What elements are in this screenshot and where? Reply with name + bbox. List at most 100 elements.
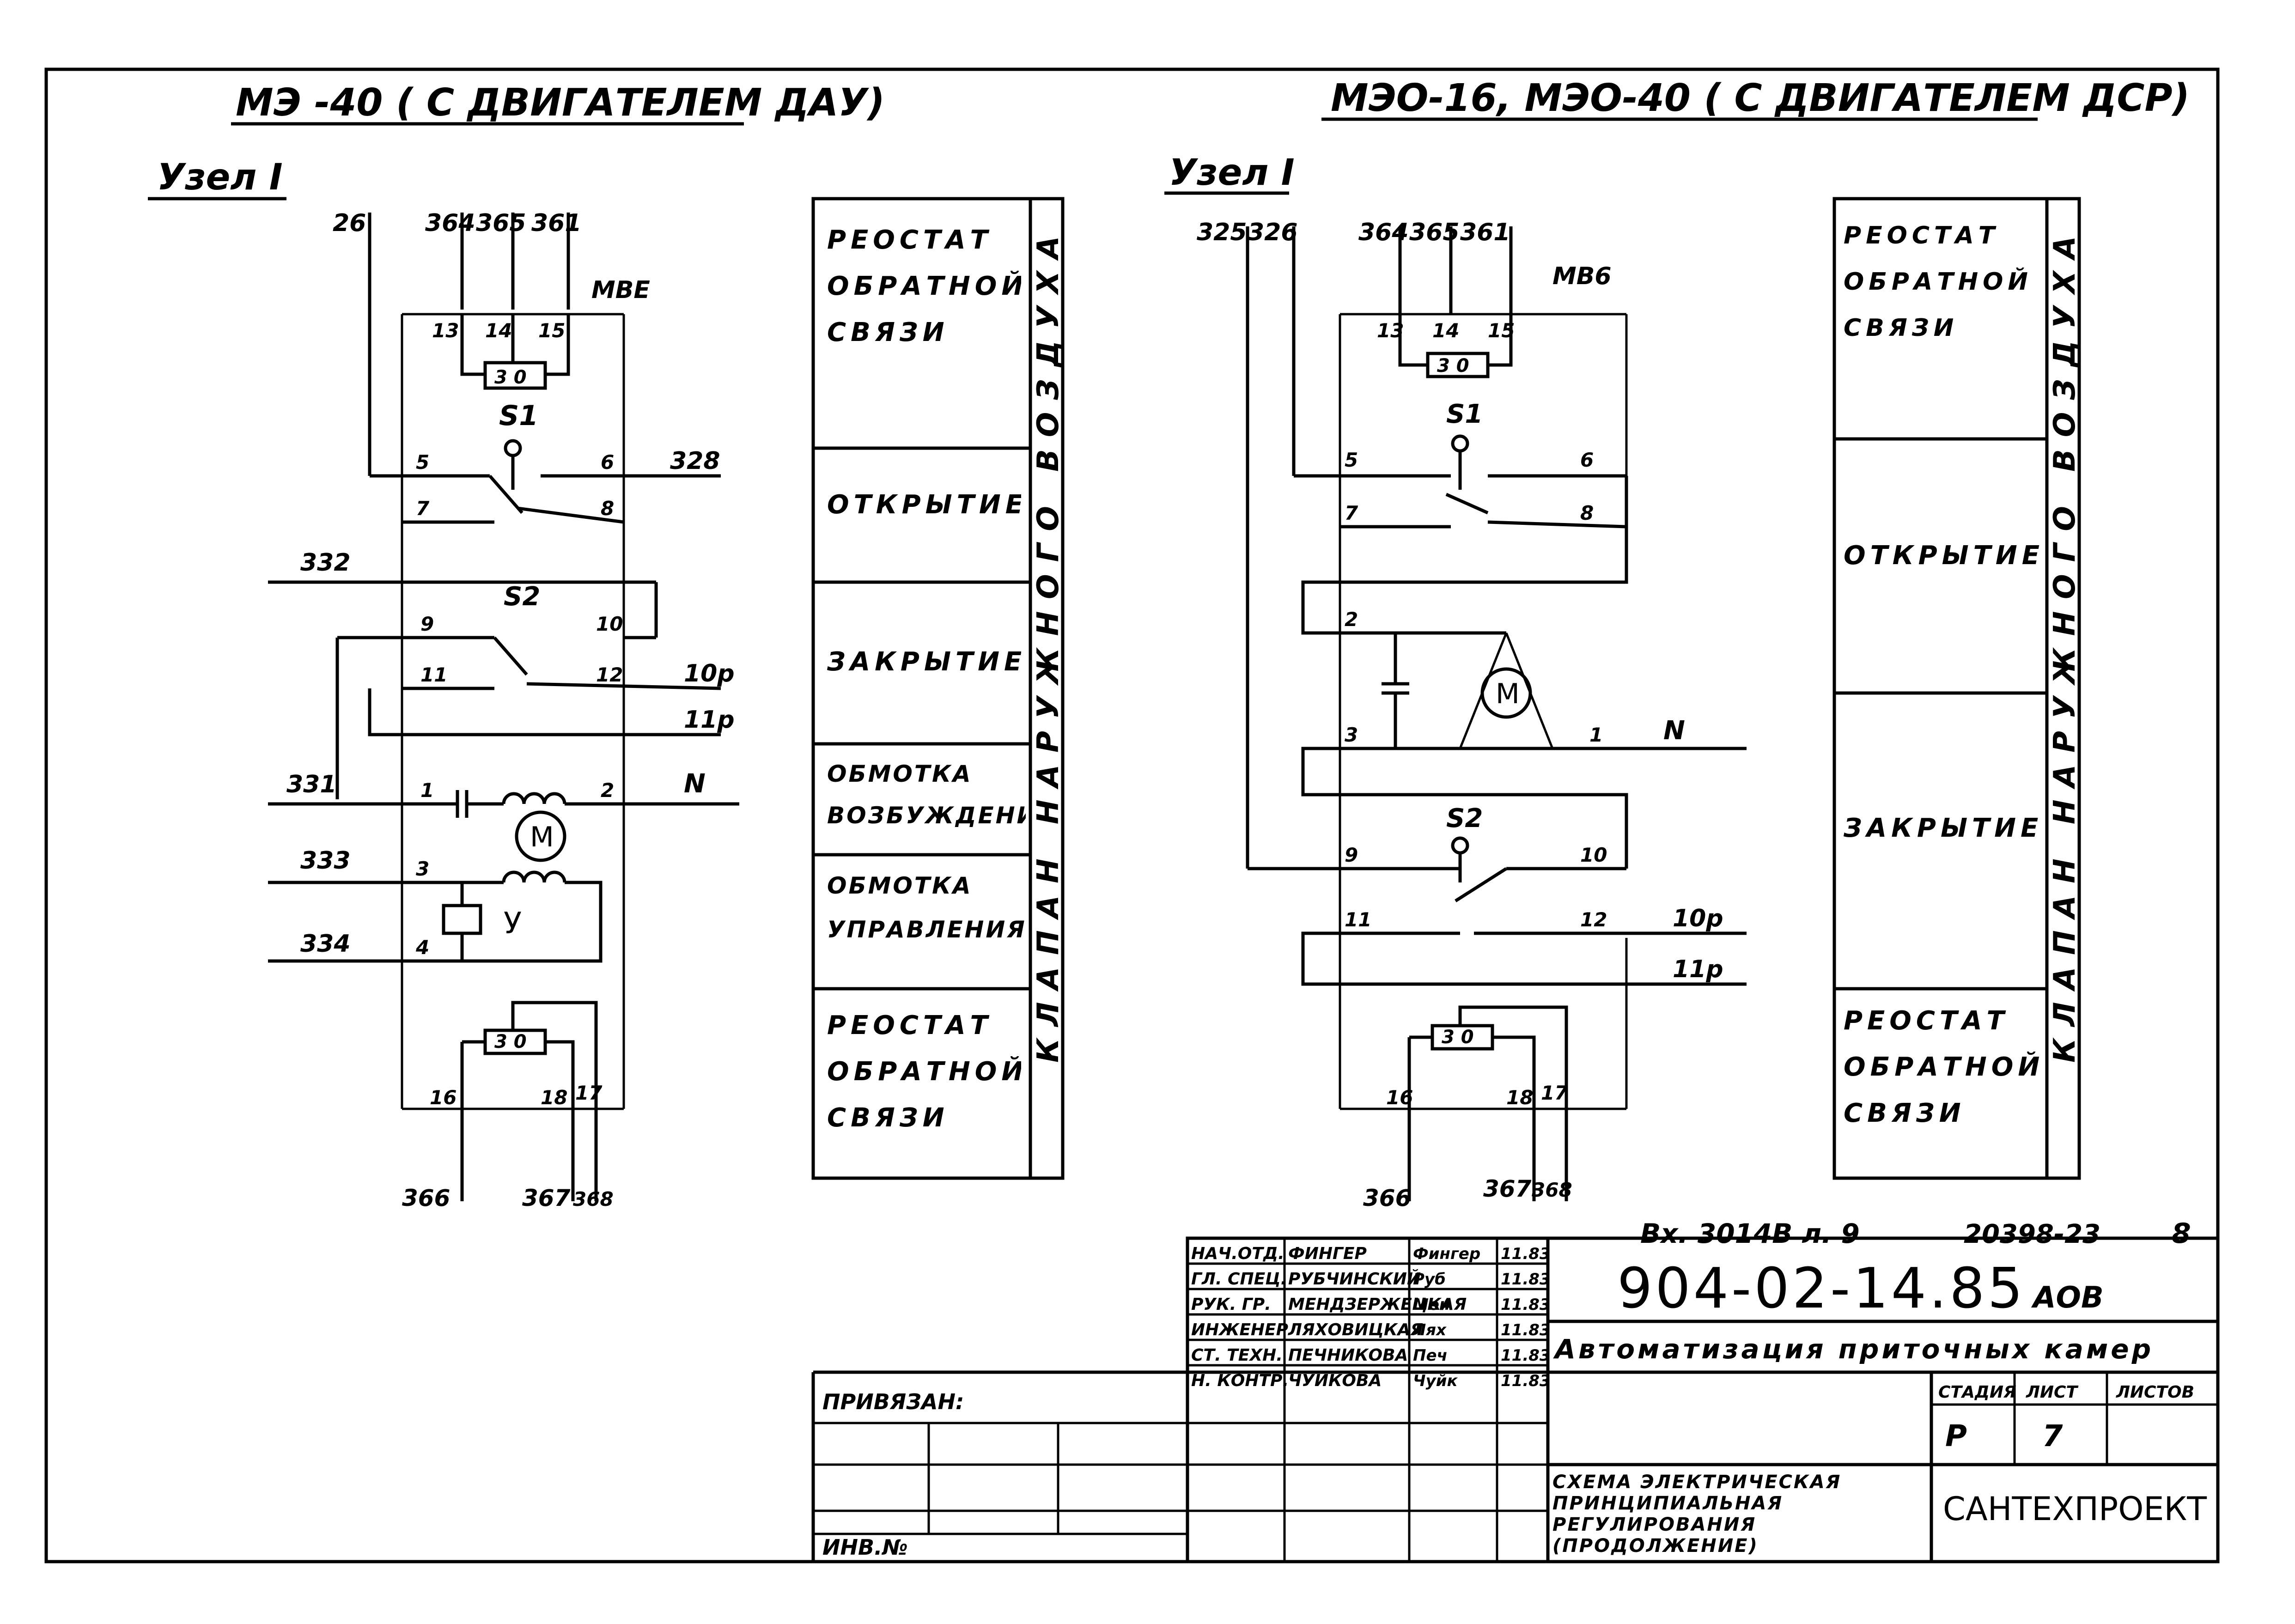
stamp-inv: ИНВ.№: [822, 1535, 908, 1560]
svg-text:18: 18: [1506, 1086, 1533, 1109]
svg-text:366: 366: [1363, 1185, 1411, 1211]
svg-text:10: 10: [1580, 844, 1607, 866]
stamp-people: НАЧ.ОТД. ФИНГЕР Фингер 11.83 ГЛ. СПЕЦ. Р…: [1191, 1244, 1551, 1390]
legend-row: ОТКРЫТИЕ: [827, 490, 1021, 520]
node-label-left: Узел I: [157, 157, 283, 198]
stamp-corner: 8: [2172, 1217, 2191, 1250]
svg-text:6: 6: [601, 451, 614, 474]
svg-text:2: 2: [601, 779, 614, 802]
stamp-sheet: 7: [2042, 1419, 2063, 1454]
svg-text:368: 368: [573, 1188, 614, 1210]
svg-text:14: 14: [1432, 319, 1459, 342]
svg-text:4: 4: [415, 936, 429, 959]
svg-text:7: 7: [1345, 502, 1358, 524]
svg-text:М: М: [1496, 678, 1520, 710]
legend-row: ОБМОТКА УПРАВЛЕНИЯ: [827, 872, 1026, 943]
stamp-bound: ПРИВЯЗАН:: [822, 1389, 964, 1414]
svg-text:СТАДИЯ: СТАДИЯ: [1938, 1383, 2016, 1402]
legend-side: КЛАПАН НАРУЖНОГО ВОЗДУХА: [2048, 224, 2082, 1063]
svg-text:5: 5: [416, 451, 429, 474]
svg-text:11: 11: [1345, 908, 1371, 931]
svg-text:N: N: [684, 769, 706, 799]
svg-text:11: 11: [420, 663, 447, 686]
svg-text:1: 1: [420, 779, 434, 802]
svg-text:3 0: 3 0: [494, 367, 527, 388]
svg-text:ПЕЧНИКОВА: ПЕЧНИКОВА: [1288, 1346, 1408, 1365]
svg-text:11р: 11р: [1673, 955, 1723, 983]
svg-text:17: 17: [1541, 1082, 1568, 1104]
svg-text:Н. КОНТР.: Н. КОНТР.: [1191, 1371, 1289, 1390]
svg-text:Лях: Лях: [1412, 1321, 1447, 1339]
svg-text:11.83: 11.83: [1501, 1245, 1551, 1263]
svg-text:8: 8: [1580, 502, 1594, 524]
stamp-copy: 20398-23: [1964, 1219, 2100, 1249]
organization: САНТЕХПРОЕКТ: [1943, 1490, 2207, 1528]
legend-row: РЕОСТАТ ОБРАТНОЙ СВЯЗИ: [1844, 222, 2033, 342]
svg-text:9: 9: [1345, 844, 1358, 866]
legend-row: РЕОСТАТ ОБРАТНОЙ СВЯЗИ: [827, 1010, 1021, 1133]
svg-text:СТ. ТЕХН.: СТ. ТЕХН.: [1191, 1346, 1283, 1365]
svg-text:12: 12: [596, 663, 623, 686]
switch-s1-label: S1: [499, 400, 538, 432]
svg-text:3 0: 3 0: [494, 1031, 527, 1052]
legend-row: ЗАКРЫТИЕ: [1844, 813, 2042, 843]
svg-text:11.83: 11.83: [1501, 1296, 1551, 1314]
stamp-ref: Вх. 3014В л. 9: [1640, 1218, 1860, 1249]
motor-right: [1480, 667, 1532, 719]
svg-text:3: 3: [416, 858, 429, 880]
svg-text:Руб: Руб: [1413, 1270, 1446, 1289]
legend-row: ОТКРЫТИЕ: [1844, 541, 2042, 571]
svg-text:14: 14: [485, 319, 512, 342]
svg-text:1: 1: [1589, 724, 1603, 746]
svg-text:332: 332: [300, 549, 351, 577]
switch-s2-label: S2: [504, 582, 540, 612]
legend-row: РЕОСТАТ ОБРАТНОЙ СВЯЗИ: [1844, 1006, 2042, 1128]
svg-text:ЛЯХОВИЦКАЯ: ЛЯХОВИЦКАЯ: [1288, 1320, 1423, 1339]
svg-text:РУБЧИНСКИЙ: РУБЧИНСКИЙ: [1288, 1269, 1421, 1289]
wire-label: 26: [333, 209, 366, 237]
svg-text:ИНЖЕНЕР: ИНЖЕНЕР: [1191, 1320, 1288, 1339]
svg-text:368: 368: [1532, 1179, 1572, 1201]
svg-text:ЛИСТОВ: ЛИСТОВ: [2116, 1383, 2194, 1402]
legend-left: РЕОСТАТ ОБРАТНОЙ СВЯЗИ ОТКРЫТИЕ ЗАКРЫТИЕ…: [811, 197, 1065, 1180]
title-block: Вх. 3014В л. 9 20398-23 8 ПРИВЯЗАН: ИНВ.…: [811, 1217, 2220, 1563]
svg-text:Чуйк: Чуйк: [1413, 1372, 1458, 1390]
svg-text:361: 361: [1460, 219, 1510, 246]
svg-text:Фингер: Фингер: [1413, 1245, 1480, 1263]
svg-text:3 0: 3 0: [1437, 355, 1469, 377]
project-title: Автоматизация приточных камер: [1553, 1333, 2154, 1365]
svg-text:8: 8: [601, 497, 614, 520]
wire-label: 361: [531, 209, 582, 237]
svg-text:Мен: Мен: [1413, 1296, 1450, 1314]
svg-text:3: 3: [1345, 724, 1358, 746]
legend-row: РЕОСТАТ ОБРАТНОЙ СВЯЗИ: [827, 225, 1021, 347]
mbe-label: МВЕ: [591, 276, 650, 304]
svg-text:НАЧ.ОТД.: НАЧ.ОТД.: [1191, 1244, 1284, 1263]
svg-text:S2: S2: [1446, 803, 1483, 833]
svg-text:2: 2: [1345, 608, 1358, 631]
svg-text:16: 16: [1386, 1086, 1413, 1109]
svg-text:6: 6: [1580, 449, 1594, 471]
svg-text:334: 334: [300, 930, 351, 958]
svg-text:У: У: [504, 906, 522, 941]
legend-row: ОБМОТКА ВОЗБУЖДЕНИЯ: [827, 760, 1026, 829]
svg-text:S1: S1: [1446, 399, 1483, 429]
svg-text:11.83: 11.83: [1501, 1372, 1551, 1390]
svg-text:367: 367: [1483, 1175, 1532, 1202]
wire-label: 364: [425, 209, 475, 237]
svg-text:N: N: [1663, 716, 1685, 746]
svg-text:366: 366: [402, 1185, 450, 1211]
wire-label: 365: [476, 209, 526, 237]
svg-text:10р: 10р: [684, 660, 735, 687]
svg-text:333: 333: [300, 847, 351, 875]
svg-text:11.83: 11.83: [1501, 1270, 1551, 1289]
svg-text:15: 15: [538, 319, 565, 342]
svg-text:РУК. ГР.: РУК. ГР.: [1191, 1295, 1271, 1314]
svg-text:17: 17: [575, 1082, 603, 1104]
doc-number: 904-02-14.85: [1617, 1257, 2026, 1321]
mb6-label: МВ6: [1552, 262, 1612, 290]
svg-text:328: 328: [670, 447, 720, 475]
right-scheme: 325 326 364 365 361 МВ6 13 14 15 3 0 S1 …: [1197, 219, 1747, 1211]
legend-row: ЗАКРЫТИЕ: [827, 647, 1021, 677]
